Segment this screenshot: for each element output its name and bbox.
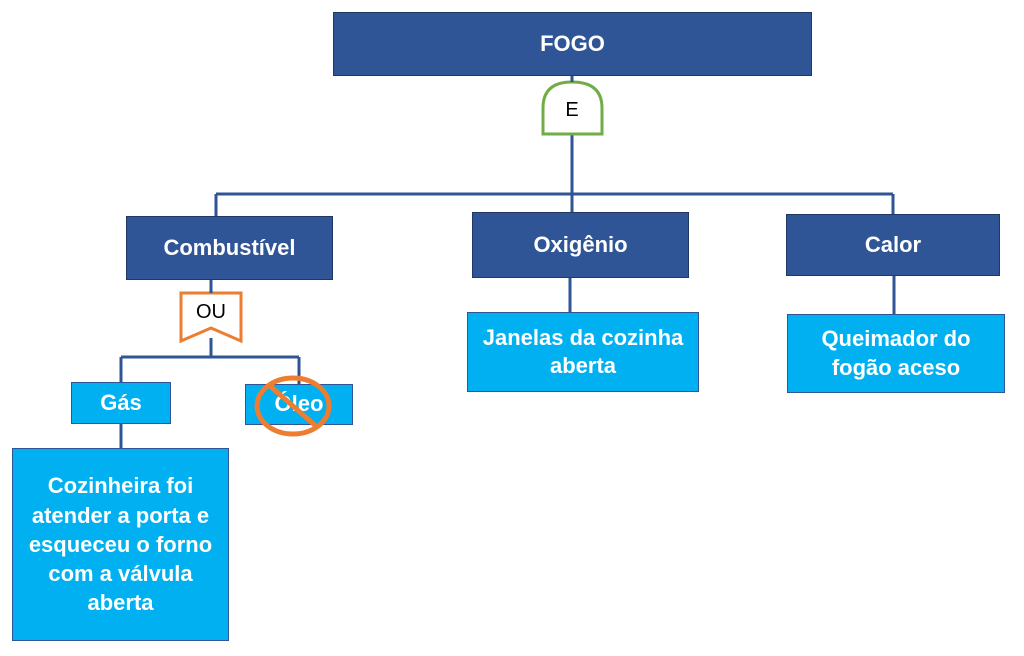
node-cozinheira-label: Cozinheira foi atender a porta e esquece…: [28, 473, 213, 616]
node-combustivel: Combustível: [126, 216, 333, 280]
node-combustivel-label: Combustível: [163, 234, 296, 260]
node-calor-label: Calor: [864, 231, 922, 257]
and-gate-label: E: [565, 99, 579, 121]
node-gas-label: Gás: [100, 389, 142, 415]
node-oxigenio: Oxigênio: [472, 212, 689, 278]
node-gas: Gás: [71, 382, 171, 424]
or-gate-shape: [179, 291, 243, 344]
and-gate-shape: [541, 80, 604, 136]
node-janelas: Janelas da cozinha aberta: [467, 312, 699, 392]
prohibited-icon: [254, 375, 332, 437]
node-calor: Calor: [786, 214, 1000, 276]
or-gate-label: OU: [196, 301, 226, 323]
node-oxigenio-label: Oxigênio: [533, 231, 628, 257]
top-event-label: FOGO: [540, 30, 605, 56]
node-queimador-label: Queimador do fogão aceso: [821, 326, 971, 380]
node-queimador: Queimador do fogão aceso: [787, 314, 1005, 393]
node-cozinheira: Cozinheira foi atender a porta e esquece…: [12, 448, 229, 641]
node-janelas-label: Janelas da cozinha aberta: [482, 324, 684, 378]
top-event-fogo: FOGO: [333, 12, 812, 76]
